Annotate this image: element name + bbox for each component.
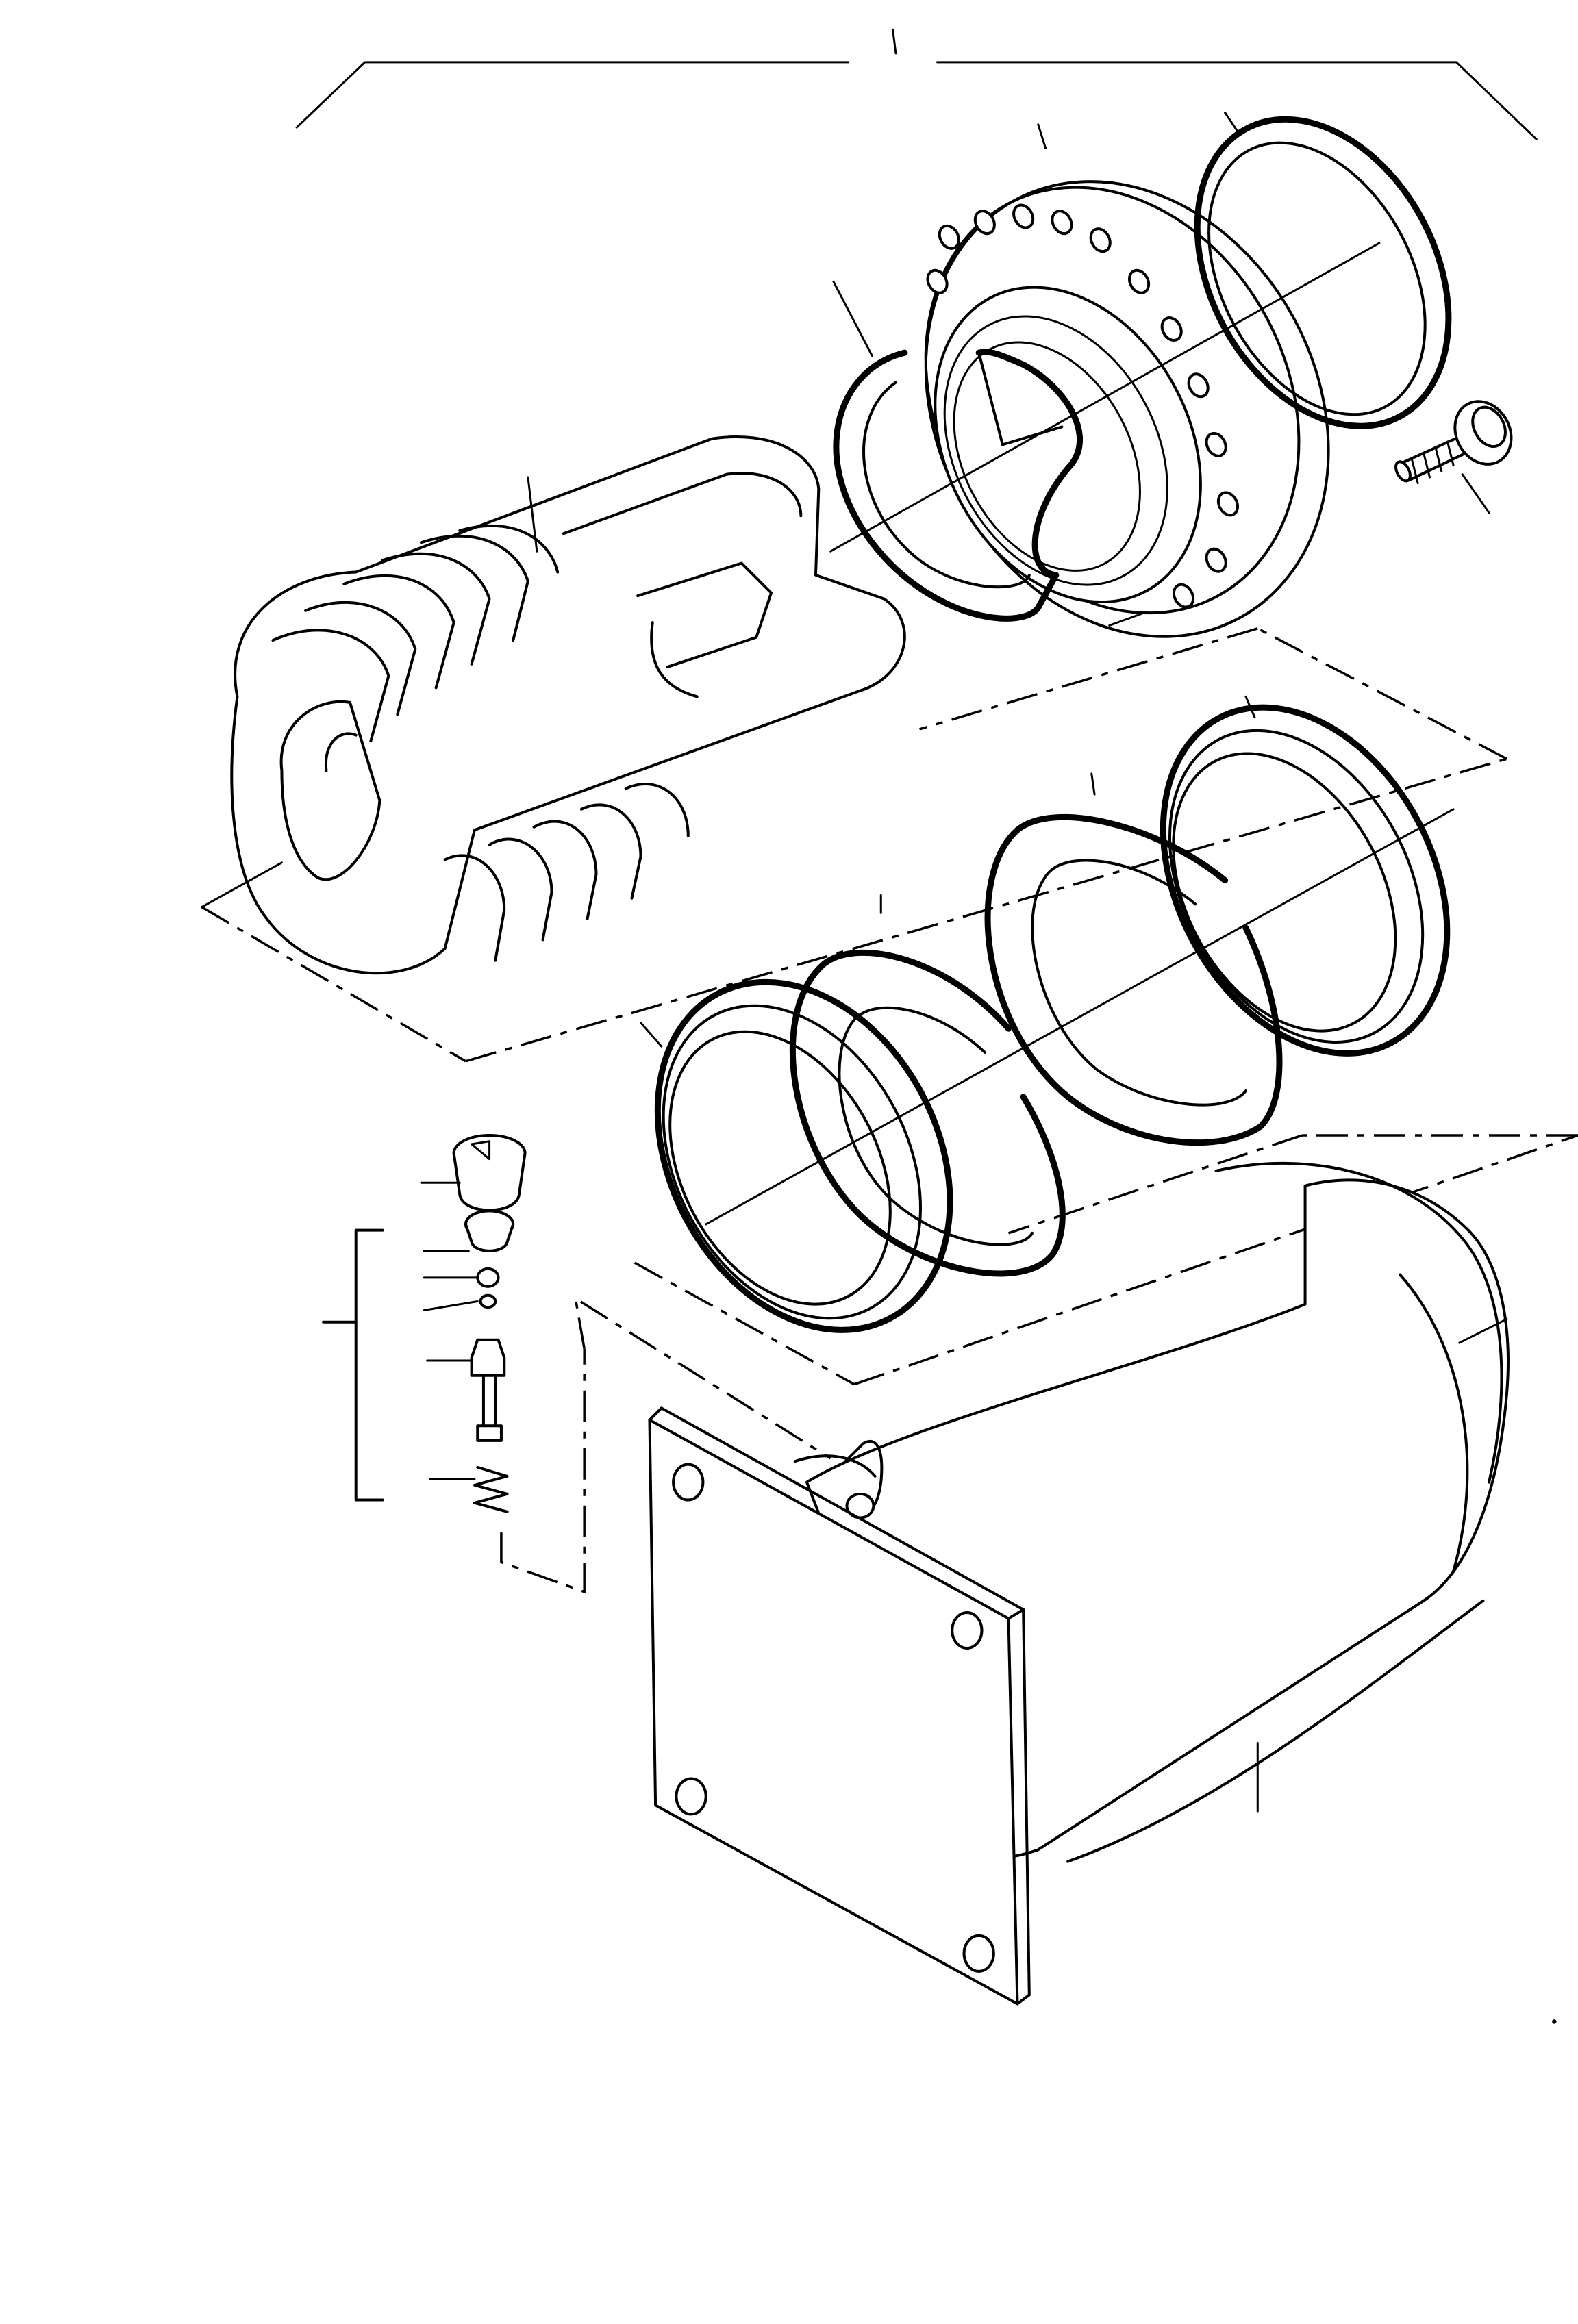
- valve-kit-bracket: [323, 1230, 383, 1500]
- top-centerline: [831, 243, 1379, 551]
- valve-plug: [421, 1135, 525, 1210]
- valve-seat: [424, 1211, 513, 1250]
- mounting-flange: [649, 1408, 1029, 2004]
- o-ring: [424, 1296, 495, 1311]
- cylinder-head: [848, 111, 1406, 708]
- wiper-ring: [1147, 76, 1499, 470]
- valve-spring: [430, 1467, 508, 1512]
- cap-screw: [1393, 392, 1522, 513]
- speck-mark: [1552, 2019, 1557, 2024]
- backup-ring-large: [988, 774, 1279, 1143]
- piston-rod: [231, 437, 904, 973]
- cylinder-barrel: [649, 1163, 1507, 2004]
- cylinder-head-bolt-holes: [924, 202, 1242, 611]
- head-seal: [1106, 658, 1504, 1102]
- piston-rod-threads: [273, 526, 688, 961]
- valve-stem: [427, 1340, 505, 1441]
- lower-frame: [635, 1135, 1578, 1385]
- middle-centerline: [706, 809, 1453, 1224]
- valve-kit: [323, 1135, 831, 1592]
- top-frame-bracket: [297, 29, 1536, 139]
- rod-seal: [600, 931, 1008, 1381]
- check-ball: [424, 1269, 498, 1287]
- split-bushing: [834, 281, 1080, 618]
- backup-ring-small: [792, 895, 1062, 1274]
